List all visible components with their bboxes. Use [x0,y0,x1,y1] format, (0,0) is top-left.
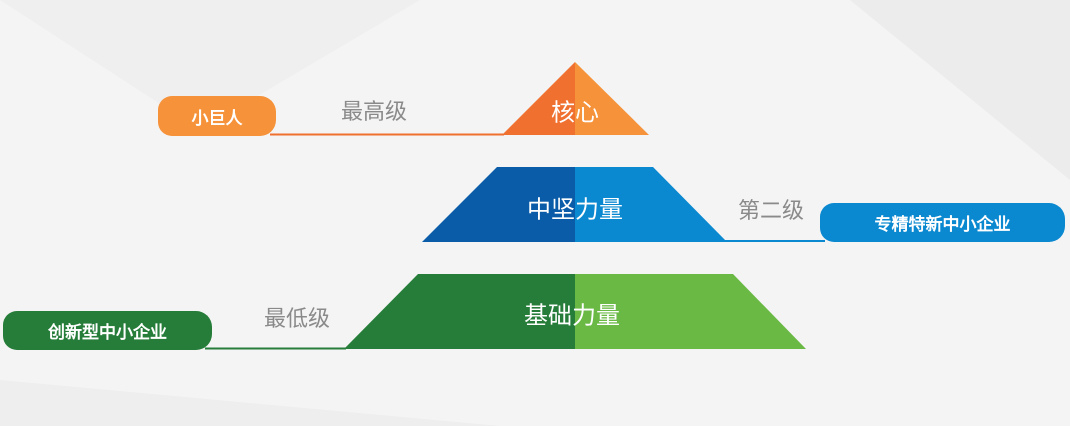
tier-foundation-right [575,274,806,349]
level-text-second: 第二级 [737,199,805,224]
level-text-lowest: 最低级 [263,307,331,332]
tier-label-foundation: 基础力量 [524,301,620,330]
bg-facet [0,0,420,130]
bg-facet [850,0,1070,180]
tier-foundation-left [344,274,575,349]
tier-core-left [502,62,575,135]
tier-label-core: 核心 [551,98,599,127]
tier-label-backbone: 中坚力量 [527,195,623,224]
level-text-top: 最高级 [340,100,408,125]
category-pill-innovative-sme: 创新型中小企业 [3,311,212,350]
category-pill-specialized-sme: 专精特新中小企业 [820,203,1065,242]
tier-backbone-right [575,167,727,242]
tier-core-right [575,62,649,135]
category-pill-little-giant: 小巨人 [158,96,276,136]
tier-backbone-left [422,167,575,242]
bg-facet [0,380,500,426]
